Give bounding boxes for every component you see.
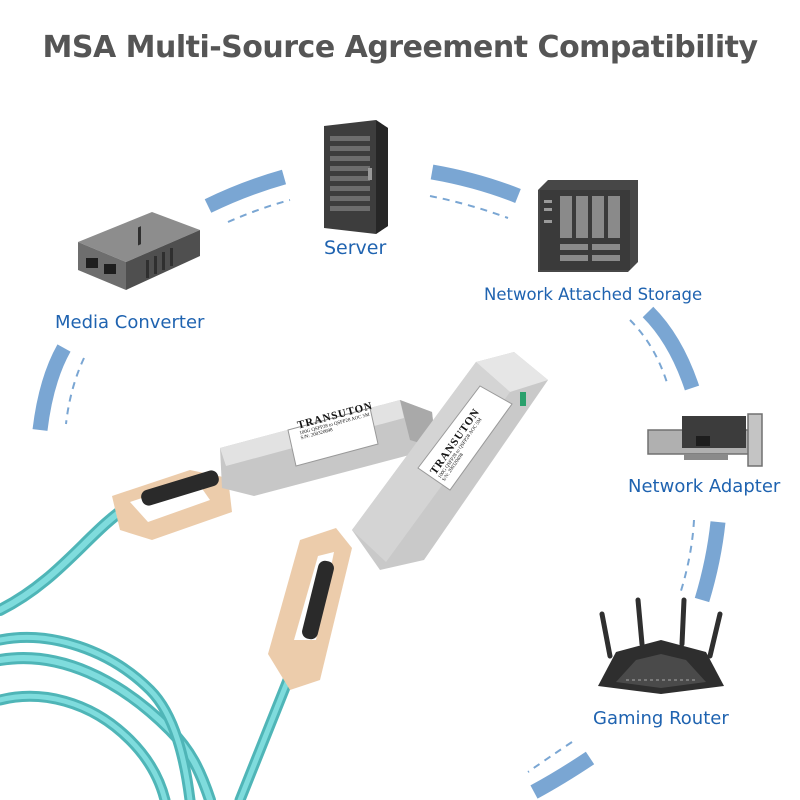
media-converter-icon (78, 212, 200, 290)
storage-label: Network Attached Storage (484, 285, 703, 304)
arc-segment (694, 521, 726, 603)
arc-dash (429, 195, 509, 219)
gaming-router-label: Gaming Router (593, 708, 729, 729)
server-label: Server (324, 237, 387, 259)
gaming-router-icon (598, 597, 724, 694)
server-icon (324, 120, 388, 234)
arc-dash (65, 357, 85, 425)
cable-strand (0, 655, 213, 800)
network-adapter-icon (647, 413, 763, 467)
arc-segment (204, 169, 287, 213)
arc-dash (679, 519, 695, 595)
arc-dash (527, 741, 573, 773)
cable-strand (0, 635, 193, 800)
arc-segment (32, 344, 71, 431)
arc-dash (227, 199, 291, 223)
page-title: MSA Multi-Source Agreement Compatibility (42, 30, 758, 65)
arc-segment (430, 164, 521, 203)
left-transceiver-module (112, 400, 436, 540)
network-adapter-label: Network Adapter (628, 476, 781, 497)
arc-segment (642, 306, 700, 391)
right-transceiver-module (268, 352, 548, 690)
cable-strand (0, 502, 133, 613)
storage-icon (538, 180, 638, 272)
cable-strand (0, 693, 168, 800)
media-converter-label: Media Converter (55, 312, 205, 333)
arc-segment (530, 751, 595, 799)
arc-dash (629, 319, 669, 387)
